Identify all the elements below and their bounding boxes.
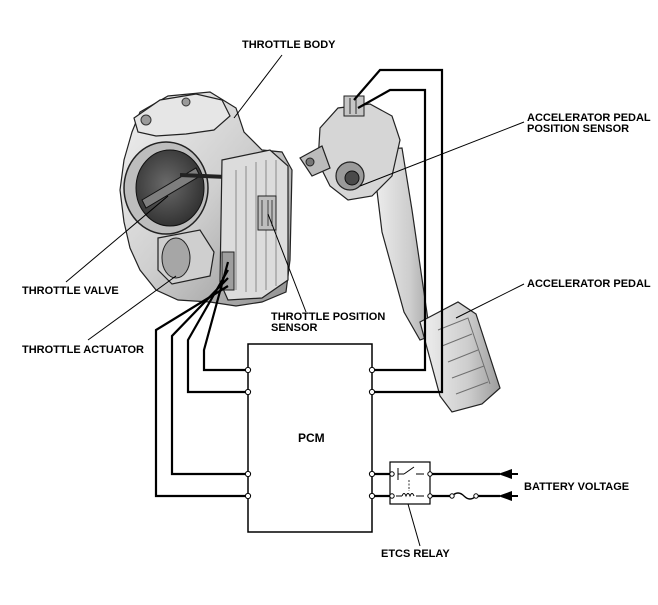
label-throttle-position-line2: SENSOR: [271, 322, 318, 334]
battery-arrows: [498, 469, 518, 501]
arrow-head: [498, 469, 512, 479]
label-throttle-body: THROTTLE BODY: [242, 39, 336, 51]
label-accel-pedal-sensor-line2: POSITION SENSOR: [527, 123, 629, 135]
relay-symbol: [389, 461, 433, 505]
fuse-symbol: [449, 492, 479, 500]
label-throttle-position-line1: THROTTLE POSITION: [271, 311, 385, 323]
throttle-body-illustration: [119, 91, 293, 307]
wiring: [154, 68, 500, 498]
pcm-box: [244, 343, 376, 533]
label-throttle-actuator: THROTTLE ACTUATOR: [22, 344, 144, 356]
leader-lines: [65, 54, 525, 547]
arrow-head: [498, 491, 512, 501]
label-etcs-relay: ETCS RELAY: [381, 548, 450, 560]
label-throttle-valve: THROTTLE VALVE: [22, 285, 119, 297]
label-pcm: PCM: [298, 431, 325, 445]
label-battery-voltage: BATTERY VOLTAGE: [524, 481, 629, 493]
label-accel-pedal-sensor-line1: ACCELERATOR PEDAL: [527, 112, 651, 124]
accelerator-pedal-illustration: [299, 95, 501, 413]
label-accelerator-pedal: ACCELERATOR PEDAL: [527, 278, 651, 290]
